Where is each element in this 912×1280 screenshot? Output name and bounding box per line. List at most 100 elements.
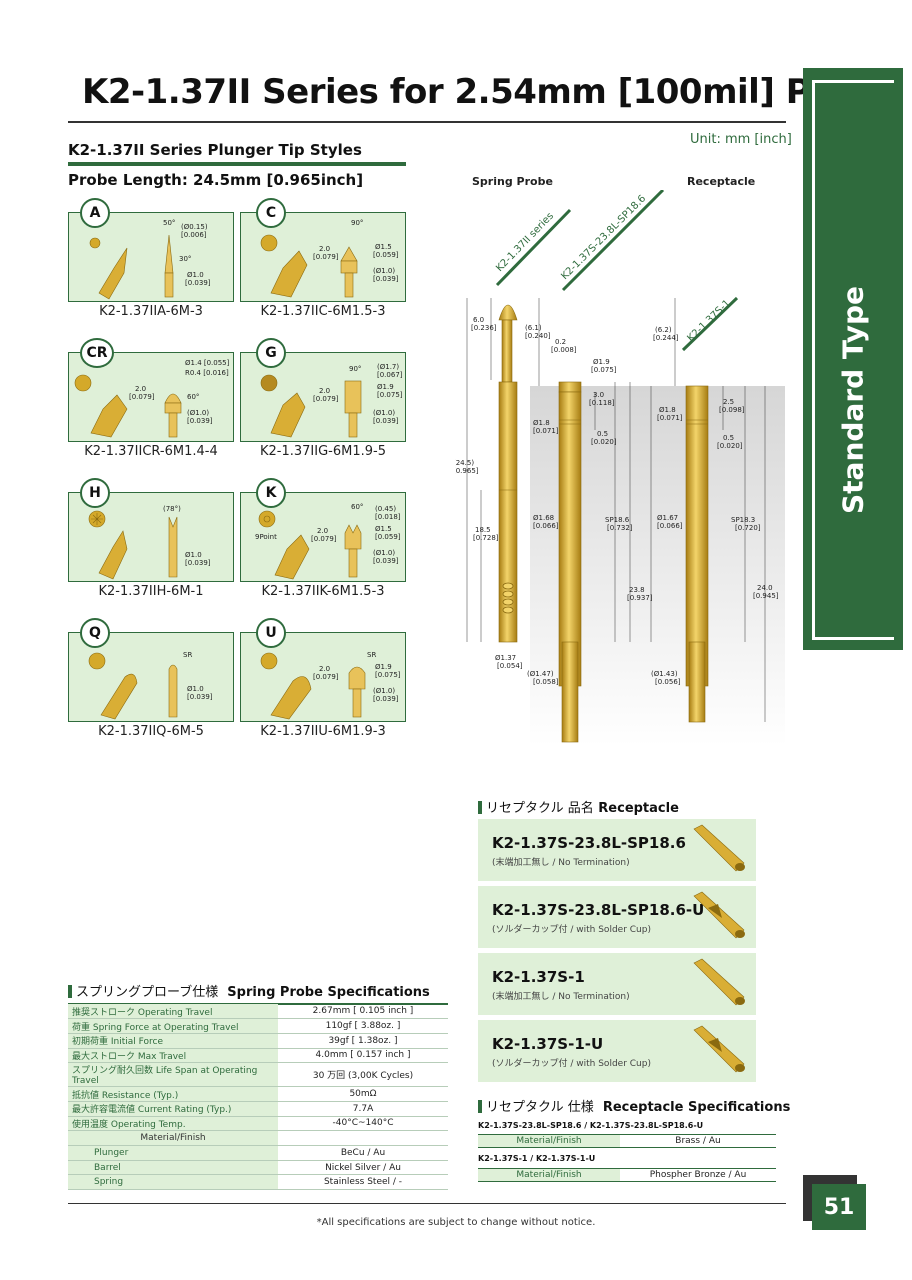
receptacle-spec-row-1: Material/Finish Brass / Au xyxy=(478,1134,776,1148)
tip-u-drawing: SR 2.0 [0.079] Ø1.9 [0.075] (Ø1.0) [0.03… xyxy=(260,651,401,720)
tip-name-a: K2-1.37IIA-6M-3 xyxy=(99,304,203,319)
tip-g-drawing: 90° (Ø1.7) [0.067] Ø1.9 [0.075] 2.0 [0.0… xyxy=(260,363,403,438)
tip-badge-q: Q xyxy=(80,618,110,648)
svg-text:[0.732]: [0.732] xyxy=(607,524,633,532)
svg-text:18.5: 18.5 xyxy=(475,526,491,534)
svg-text:2.0: 2.0 xyxy=(317,527,328,535)
svg-text:(Ø1.7): (Ø1.7) xyxy=(377,363,399,371)
svg-text:(Ø1.0): (Ø1.0) xyxy=(373,409,395,417)
svg-text:(6.2): (6.2) xyxy=(655,326,672,334)
svg-text:0.5: 0.5 xyxy=(597,430,608,438)
receptacle-card-3: K2-1.37S-1 (末端加工無し / No Termination) xyxy=(478,953,756,1015)
side-tab-label: Standard Type xyxy=(836,286,870,514)
tip-k-drawing: 60° (0.45) [0.018] 9Point Ø1.5 [0.059] 2… xyxy=(255,503,401,580)
receptacle-sub: (ソルダーカップ付 / with Solder Cup) xyxy=(492,925,651,935)
svg-text:[0.071]: [0.071] xyxy=(657,414,683,422)
svg-text:[0.039]: [0.039] xyxy=(185,279,211,287)
svg-text:2.0: 2.0 xyxy=(319,245,330,253)
receptacle-name: K2-1.37S-1-U xyxy=(492,1035,604,1053)
tip-badge-g: G xyxy=(256,338,286,368)
svg-text:[0.079]: [0.079] xyxy=(313,673,339,681)
svg-text:(0.45): (0.45) xyxy=(375,505,396,513)
svg-text:23.8: 23.8 xyxy=(629,586,645,594)
receptacle-spec-row-2: Material/Finish Phospher Bronze / Au xyxy=(478,1168,776,1182)
svg-text:SR: SR xyxy=(183,651,192,659)
svg-text:Ø1.4 [0.055]: Ø1.4 [0.055] xyxy=(185,359,230,367)
receptacle-name: K2-1.37S-23.8L-SP18.6 xyxy=(492,834,686,852)
probe-receptacle-diagram: K2-1.37II series K2-1.37S-23.8L-SP18.6 K… xyxy=(455,190,785,746)
svg-text:[0.059]: [0.059] xyxy=(373,251,399,259)
svg-text:Ø1.8: Ø1.8 xyxy=(659,406,676,414)
svg-text:Ø1.67: Ø1.67 xyxy=(657,514,678,522)
receptacle-sub: (末端加工無し / No Termination) xyxy=(492,858,630,868)
banner-series: K2-1.37II series xyxy=(494,211,556,274)
receptacle-sub: (ソルダーカップ付 / with Solder Cup) xyxy=(492,1059,651,1069)
tip-badge-u: U xyxy=(256,618,286,648)
tip-name-h: K2-1.37IIH-6M-1 xyxy=(98,584,204,599)
tip-c-drawing: 90° 2.0 [0.079] Ø1.5 [0.059] (Ø1.0) [0.0… xyxy=(260,219,399,298)
svg-text:Ø1.0: Ø1.0 xyxy=(187,271,204,279)
svg-text:90°: 90° xyxy=(351,219,363,227)
svg-text:Ø1.9: Ø1.9 xyxy=(593,358,610,366)
unit-label: Unit: mm [inch] xyxy=(690,132,792,147)
svg-text:2.0: 2.0 xyxy=(319,387,330,395)
svg-text:24.0: 24.0 xyxy=(757,584,773,592)
tip-name-c: K2-1.37IIC-6M1.5-3 xyxy=(260,304,386,319)
svg-text:[0.720]: [0.720] xyxy=(735,524,761,532)
svg-text:Ø1.9: Ø1.9 xyxy=(375,663,392,671)
svg-text:SR: SR xyxy=(367,651,376,659)
svg-text:SP18.6: SP18.6 xyxy=(605,516,630,524)
tip-q-drawing: SR Ø1.0 [0.039] xyxy=(88,651,213,720)
svg-text:[0.079]: [0.079] xyxy=(313,253,339,261)
receptacle-specs-heading: リセプタクル 仕様 Receptacle Specifications xyxy=(478,1096,790,1115)
svg-text:(Ø1.43): (Ø1.43) xyxy=(651,670,678,678)
svg-text:[0.006]: [0.006] xyxy=(181,231,207,239)
receptacle-name: K2-1.37S-23.8L-SP18.6-U xyxy=(492,901,705,919)
tip-badge-k: K xyxy=(256,478,286,508)
banner-r1: K2-1.37S-1 xyxy=(685,298,732,344)
receptacle-card-2: K2-1.37S-23.8L-SP18.6-U (ソルダーカップ付 / with… xyxy=(478,886,756,948)
svg-text:2.0: 2.0 xyxy=(319,665,330,673)
svg-text:Ø1.0: Ø1.0 xyxy=(187,685,204,693)
receptacle-card-1: K2-1.37S-23.8L-SP18.6 (末端加工無し / No Termi… xyxy=(478,819,756,881)
heading-marker xyxy=(478,1100,482,1113)
svg-text:[0.039]: [0.039] xyxy=(373,557,399,565)
svg-text:[0.075]: [0.075] xyxy=(375,671,401,679)
svg-text:[0.079]: [0.079] xyxy=(311,535,337,543)
svg-text:(Ø1.0): (Ø1.0) xyxy=(373,549,395,557)
svg-text:9Point: 9Point xyxy=(255,533,277,541)
tip-name-cr: K2-1.37IICR-6M1.4-4 xyxy=(84,444,218,459)
tip-h-drawing: (78°) Ø1.0 [0.039] xyxy=(88,505,211,580)
receptacle-card-4: K2-1.37S-1-U (ソルダーカップ付 / with Solder Cup… xyxy=(478,1020,756,1082)
receptacle-spec-group1-title: K2-1.37S-23.8L-SP18.6 / K2-1.37S-23.8L-S… xyxy=(478,1121,704,1130)
svg-text:(6.1): (6.1) xyxy=(525,324,542,332)
side-tab-frame xyxy=(812,80,894,640)
svg-text:(24.5): (24.5) xyxy=(455,459,474,467)
svg-text:[0.039]: [0.039] xyxy=(185,559,211,567)
probe-length: Probe Length: 24.5mm [0.965inch] xyxy=(68,171,364,189)
table-row: 使用温度 Operating Temp.-40°C~140°C xyxy=(68,1116,448,1132)
svg-text:[0.236]: [0.236] xyxy=(471,324,497,332)
svg-text:(Ø1.0): (Ø1.0) xyxy=(187,409,209,417)
svg-text:[0.240]: [0.240] xyxy=(525,332,551,340)
svg-text:SP18.3: SP18.3 xyxy=(731,516,755,524)
svg-text:3.0: 3.0 xyxy=(593,391,604,399)
tip-badge-cr: CR xyxy=(80,338,114,368)
svg-text:2.5: 2.5 xyxy=(723,398,734,406)
svg-text:(Ø1.0): (Ø1.0) xyxy=(373,687,395,695)
title-divider xyxy=(68,121,786,123)
tip-card-u: SR 2.0 [0.079] Ø1.9 [0.075] (Ø1.0) [0.03… xyxy=(240,632,406,722)
heading-marker xyxy=(478,801,482,814)
svg-text:[0.244]: [0.244] xyxy=(653,334,679,342)
svg-text:50°: 50° xyxy=(163,219,175,227)
tip-a-drawing: 50° (Ø0.15) [0.006] 30° Ø1.0 [0.039] xyxy=(89,219,211,300)
svg-text:90°: 90° xyxy=(349,365,361,373)
svg-text:[0.075]: [0.075] xyxy=(591,366,617,374)
svg-text:Ø1.8: Ø1.8 xyxy=(533,419,550,427)
svg-text:[0.039]: [0.039] xyxy=(373,275,399,283)
